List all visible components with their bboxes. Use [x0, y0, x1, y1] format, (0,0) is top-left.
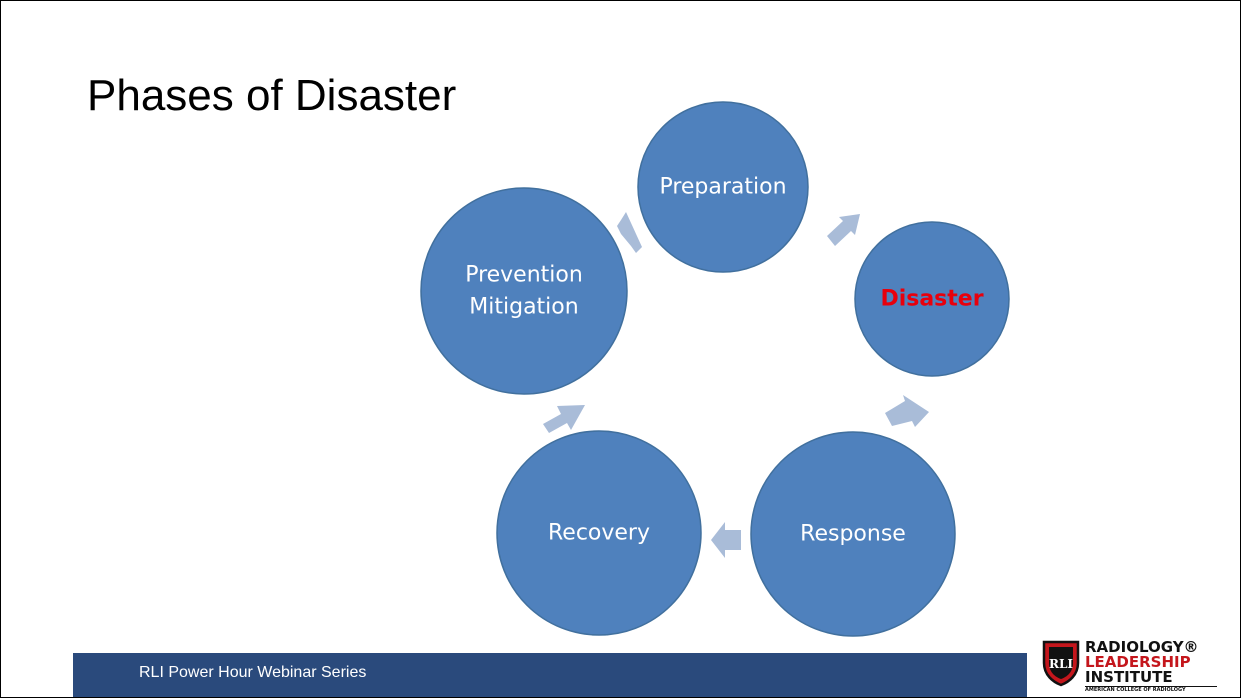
arrow-response-to-recovery — [711, 522, 741, 558]
node-label-recovery: Recovery — [548, 521, 650, 546]
logo-line-leadership: LEADERSHIP — [1085, 653, 1191, 671]
node-response: Response — [750, 431, 956, 637]
logo-line-radiology: RADIOLOGY® — [1085, 638, 1199, 656]
node-disaster: Disaster — [854, 221, 1010, 377]
footer-bar — [73, 653, 1027, 697]
node-label-prevention: Prevention — [465, 263, 583, 288]
node-label-disaster: Disaster — [880, 287, 983, 312]
node-label-preparation: Preparation — [659, 175, 786, 200]
shield-text: RLI — [1049, 657, 1073, 671]
shield-icon: RLI — [1042, 640, 1080, 687]
rli-logo: RLI RADIOLOGY® LEADERSHIP INSTITUTE AMER… — [1041, 635, 1217, 693]
node-preparation: Preparation — [637, 101, 809, 273]
arrow-recovery-to-prevention — [543, 405, 585, 433]
logo-line-institute: INSTITUTE — [1085, 668, 1173, 686]
arrow-prevention-to-preparation — [617, 212, 642, 253]
arrow-preparation-to-disaster — [827, 214, 860, 246]
logo-subline: AMERICAN COLLEGE OF RADIOLOGY — [1085, 687, 1186, 693]
footer-text: RLI Power Hour Webinar Series — [139, 664, 367, 681]
slide-title: Phases of Disaster — [87, 71, 457, 120]
node-label-mitigation: Mitigation — [469, 295, 578, 320]
node-recovery: Recovery — [496, 430, 702, 636]
logo-divider — [1085, 686, 1217, 687]
node-label-response: Response — [800, 522, 906, 547]
arrow-disaster-to-response — [885, 395, 929, 427]
node-prevention-mitigation: Prevention Mitigation — [420, 187, 628, 395]
